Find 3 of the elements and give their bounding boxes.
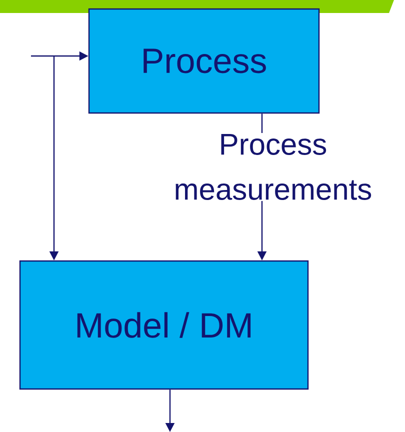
process-box: Model / DM <box>19 260 309 390</box>
edge-label: Process measurements <box>176 134 372 200</box>
process-box: Process <box>88 8 320 114</box>
